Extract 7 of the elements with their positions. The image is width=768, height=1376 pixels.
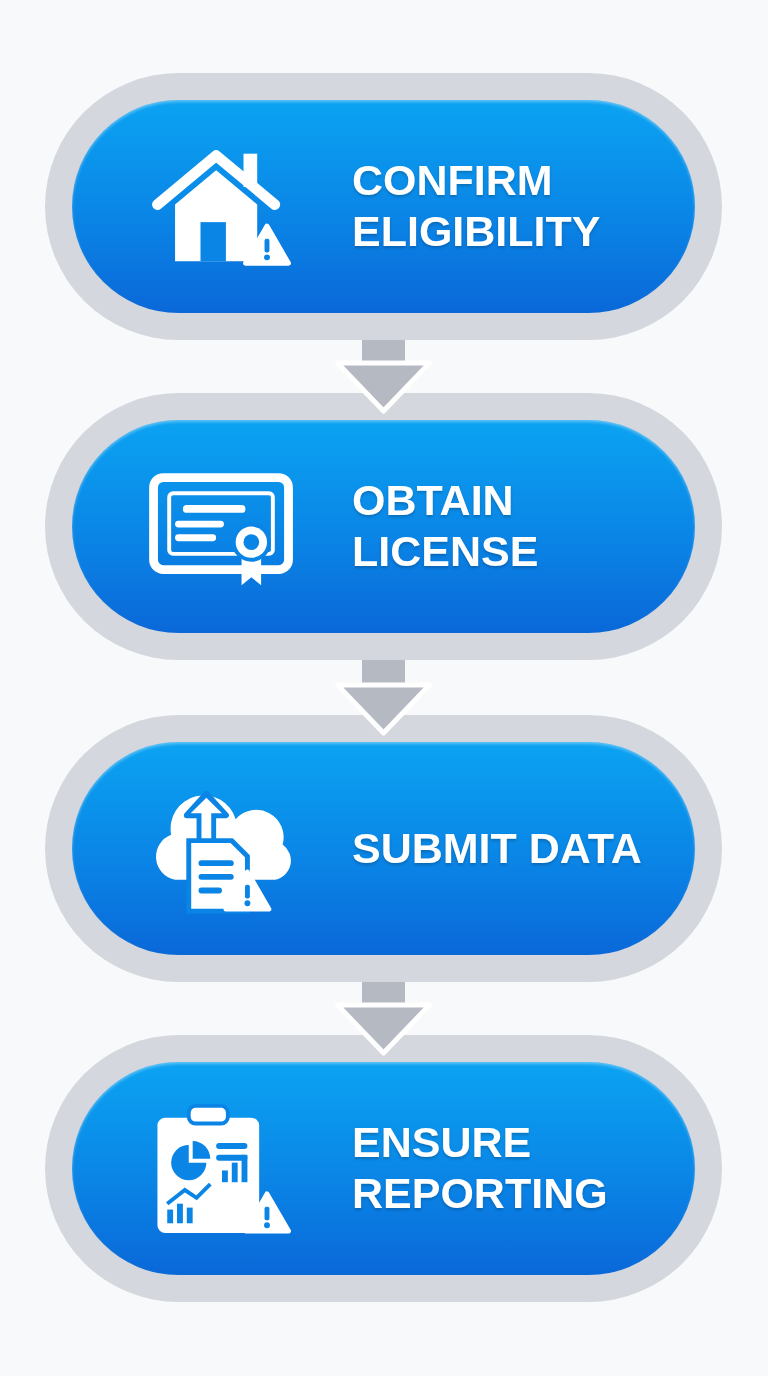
arrow (335, 982, 432, 1056)
step-label: CONFIRM ELIGIBILITY (352, 154, 602, 258)
step-label: OBTAIN LICENSE (352, 474, 540, 578)
arrow (335, 660, 432, 736)
arrow (335, 340, 432, 414)
step-label: ENSURE REPORTING (352, 1116, 609, 1220)
step-label: SUBMIT DATA (352, 822, 643, 874)
